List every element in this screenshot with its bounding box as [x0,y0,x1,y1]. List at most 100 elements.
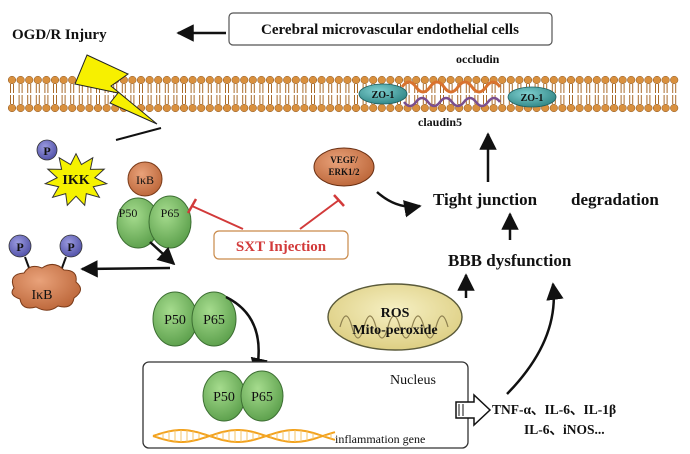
lipid-head [291,103,300,113]
p50-free-label: P50 [164,313,186,328]
lipid-head [549,75,558,85]
sxt-inhibit-complex-line [191,205,244,230]
dna-strand [152,429,336,443]
lipid-head [33,75,42,85]
claudin5-protein [403,96,501,108]
lipid-head [128,75,137,85]
lipid-head [420,103,429,113]
lipid-head [584,103,593,113]
ikk-burst-icon [43,152,109,207]
lipid-head [343,75,352,85]
lipid-head [566,75,576,85]
sxt-label: SXT Injection [236,239,327,255]
ikb-release-arrow [80,260,171,278]
lipid-head [498,75,507,85]
lipid-head [50,75,60,85]
lipid-head [145,75,154,85]
lipid-head [394,75,404,85]
lipid-head [16,103,25,113]
p50-nucleus-label: P50 [213,390,235,405]
lipid-head [25,75,34,85]
lipid-head [188,103,197,113]
lipid-head [214,103,223,113]
lipid-head [627,103,636,113]
lipid-head [351,75,361,85]
p50-complex-label: P50 [119,206,138,220]
injury-label: OGD/R Injury [12,27,107,43]
lipid-head [644,75,653,85]
lipid-head [463,103,472,113]
lipid-head [68,103,77,113]
lipid-head [515,75,524,85]
lipid-head [369,75,378,85]
lipid-head [222,75,232,85]
lipid-head [59,103,68,113]
lipid-head [145,103,154,113]
lipid-head [291,75,300,85]
mitochondrion-cristae [339,315,449,339]
phospho-ikk-label: P [43,144,50,158]
vegf-erk-node [313,147,375,187]
lipid-head [360,75,369,85]
lipid-head [274,103,283,113]
cell-type-label: Cerebral microvascular endothelial cells [261,22,519,38]
lipid-head [420,75,429,85]
lipid-head [257,75,266,85]
lipid-head [265,75,275,85]
lipid-head [661,103,670,113]
lipid-head [326,103,335,113]
lipid-head [334,75,343,85]
lipid-head [609,103,619,113]
lipid-head [446,103,455,113]
lipid-head [222,103,232,113]
lipid-head [248,103,257,113]
lipid-head [558,103,567,113]
lipid-head [506,75,515,85]
ikb-complex-subunit [127,161,163,197]
dna-helix-icon [152,429,336,443]
lipid-head [489,103,498,113]
lipid-head [377,103,386,113]
lipid-head [214,75,223,85]
lipid-head [7,103,17,113]
lipid-head [592,103,601,113]
lipid-head [575,75,584,85]
lipid-head [274,75,283,85]
phospho-ikb-left-icon [8,234,32,258]
lipid-head [601,103,610,113]
lipid-head [627,75,636,85]
lipid-head [197,75,206,85]
lipid-head [635,75,644,85]
lipid-head [618,103,627,113]
lipid-head [506,103,515,113]
lipid-head [300,103,309,113]
lipid-head [283,75,292,85]
sxt-inhibit-complex-bar [186,198,198,214]
lipid-head [317,103,326,113]
occludin-protein [400,80,502,94]
lipid-head [231,103,240,113]
lipid-head [652,75,662,85]
lipid-head [584,75,593,85]
lipid-head [541,75,550,85]
lipid-head [343,103,352,113]
ikb-complex-label: IκB [136,173,154,187]
p65-nucleus-subunit [240,370,284,422]
lipid-head [618,75,627,85]
ikb-free-cloud [11,264,81,311]
lipid-head [154,75,163,85]
lipid-head [369,103,378,113]
lipid-head [317,75,326,85]
lipid-head [549,103,558,113]
lipid-head [205,75,214,85]
cell-type-box [228,12,553,46]
p65-nucleus-label: P65 [251,390,273,405]
lipid-head [334,103,343,113]
lipid-head [248,75,257,85]
sxt-box [213,230,349,260]
mito-peroxide-label: Mito-peroxide [352,323,437,338]
lipid-head [93,103,103,113]
tight-junction-label: Tight junction [433,190,538,209]
lipid-head [300,75,309,85]
